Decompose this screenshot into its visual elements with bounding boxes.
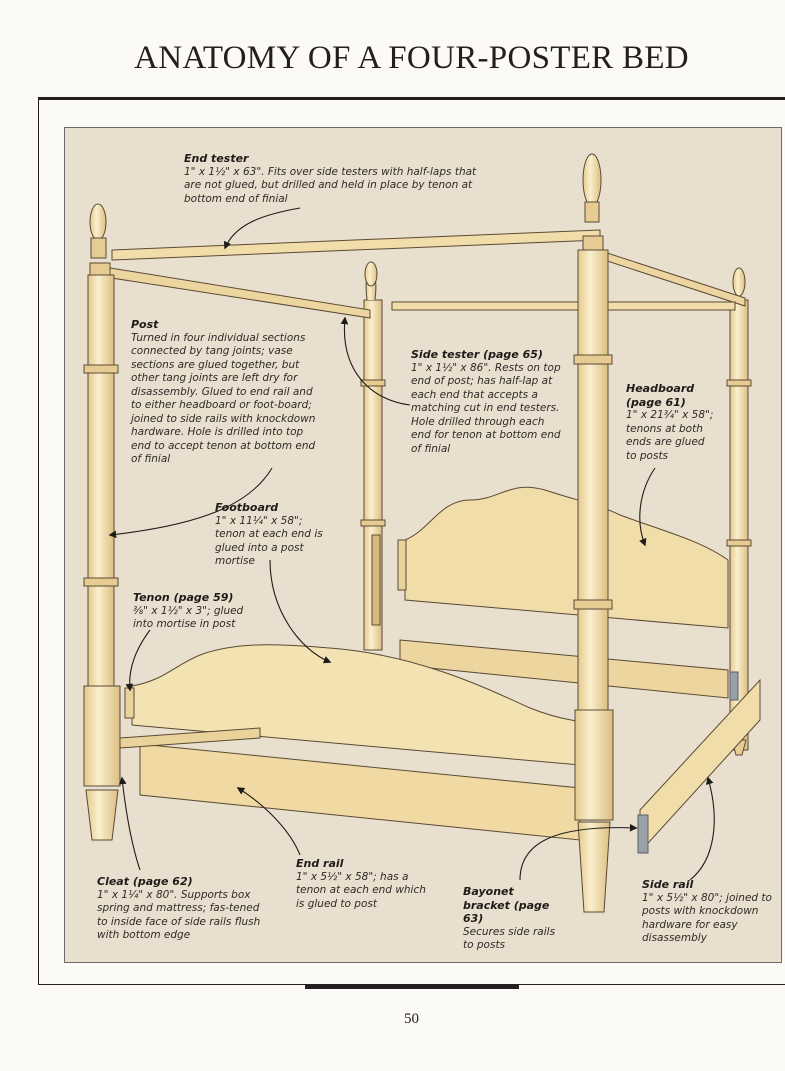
headboard-tenon <box>397 539 407 591</box>
callout-body: 1" x 11¼" x 58"; tenon at each end is gl… <box>215 514 323 568</box>
cleat <box>119 727 261 749</box>
page-number: 50 <box>404 1011 419 1027</box>
side-rail <box>639 678 761 854</box>
frame-line-bottom <box>38 984 785 985</box>
callout-body: 1" x 5½" x 80"; joined to posts with kno… <box>642 891 772 945</box>
callout-side-tester: Side tester (page 65) 1" x 1½" x 86". Re… <box>411 348 561 456</box>
callout-body: 1" x 1½" x 63". Fits over side testers w… <box>184 165 477 205</box>
leader-bayonet <box>519 823 638 881</box>
left-side-tester <box>91 264 371 319</box>
leader-cleat <box>118 776 141 871</box>
headboard <box>404 486 729 629</box>
leader-side-tester <box>340 316 411 406</box>
callout-title: Footboard <box>215 501 279 514</box>
leader-end-rail <box>236 787 301 856</box>
callout-body: 1" x 1½" x 86". Rests on top end of post… <box>411 361 561 455</box>
right-side-tester <box>597 249 746 307</box>
leader-side-rail <box>689 776 715 881</box>
callout-side-rail: Side rail 1" x 5½" x 80"; joined to post… <box>642 878 772 946</box>
leader-post <box>108 467 273 539</box>
bottom-bar <box>305 985 519 989</box>
rear-end-tester <box>391 301 736 311</box>
callout-body: ⅜" x 1½" x 3"; glued into mortise in pos… <box>133 604 244 631</box>
leader-tenon <box>125 629 151 692</box>
callout-title: End tester <box>184 152 249 165</box>
callout-headboard: Headboard (page 61) 1" x 21¾" x 58"; ten… <box>626 382 716 463</box>
leader-footboard <box>269 559 332 664</box>
callout-cleat: Cleat (page 62) 1" x 1¼" x 80". Supports… <box>97 875 262 943</box>
bayonet-bracket-front <box>637 814 649 854</box>
callout-end-rail: End rail 1" x 5½" x 58"; has a tenon at … <box>296 857 426 911</box>
callout-title: Bayonet bracket (page 63) <box>463 885 550 925</box>
footboard-tenon <box>124 687 135 719</box>
end-tester <box>111 229 601 261</box>
callout-title: Tenon (page 59) <box>133 591 234 604</box>
callout-body: Turned in four individual sections conne… <box>131 331 316 466</box>
far-side-rail <box>399 639 729 699</box>
leader-end-tester <box>223 207 301 250</box>
front-left-post <box>83 203 121 841</box>
callout-body: Secures side rails to posts <box>463 925 556 952</box>
callout-title: Side tester (page 65) <box>411 348 543 361</box>
callout-bayonet-bracket: Bayonet bracket (page 63) Secures side r… <box>463 885 563 953</box>
callout-title: Headboard (page 61) <box>626 382 695 409</box>
callout-body: 1" x 5½" x 58"; has a tenon at each end … <box>296 870 426 910</box>
page-title: ANATOMY OF A FOUR-POSTER BED <box>134 40 689 76</box>
callout-tenon: Tenon (page 59) ⅜" x 1½" x 3"; glued int… <box>133 591 253 632</box>
rear-left-post <box>360 261 386 651</box>
bayonet-bracket-rear <box>729 671 739 701</box>
callout-title: Side rail <box>642 878 694 891</box>
front-right-post <box>573 153 614 913</box>
callout-footboard: Footboard 1" x 11¼" x 58"; tenon at each… <box>215 501 330 569</box>
frame-line-left <box>38 100 39 985</box>
leader-headboard <box>639 467 656 547</box>
callout-title: Post <box>131 318 159 331</box>
title-rule <box>38 97 785 100</box>
callout-post: Post Turned in four individual sections … <box>131 318 316 467</box>
callout-title: Cleat (page 62) <box>97 875 193 888</box>
callout-end-tester: End tester 1" x 1½" x 63". Fits over sid… <box>184 152 484 206</box>
callout-title: End rail <box>296 857 344 870</box>
callout-body: 1" x 1¼" x 80". Supports box spring and … <box>97 888 261 942</box>
callout-body: 1" x 21¾" x 58"; tenons at both ends are… <box>626 409 714 462</box>
